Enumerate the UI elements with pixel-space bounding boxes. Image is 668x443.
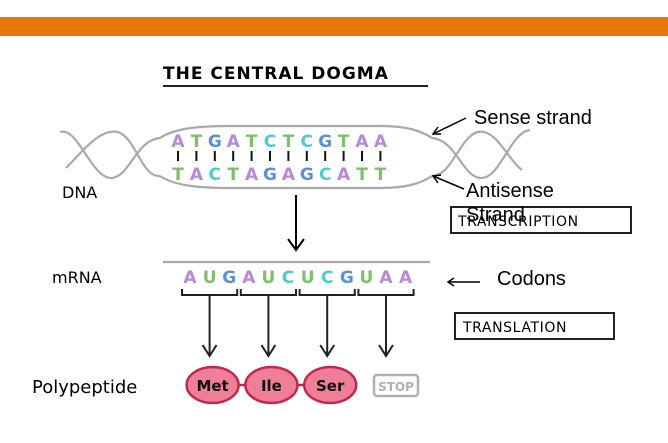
polypeptide-label: Polypeptide [32,377,137,398]
header-accent-bar [0,17,668,36]
sense-base: A [171,132,185,152]
antisense-base: T [172,165,184,185]
sense-base: T [191,132,203,152]
translation-arrow [260,296,277,358]
translation-box [454,312,615,340]
sense-base: T [338,132,350,152]
antisense-base: A [282,165,296,185]
antisense-base: A [190,165,204,185]
codon-bracket [239,289,297,296]
mrna-base: A [379,268,393,288]
codon-brackets [181,289,415,296]
antisense-base: T [227,165,239,185]
sense-strand-label: Sense strand [474,107,592,129]
label-pointers [431,117,480,287]
mrna-label: mRNA [52,268,102,287]
transcription-arrow [287,195,305,252]
mrna-base: U [301,268,315,288]
amino-acid-chain: Met Ile Ser [185,365,358,405]
sense-base: A [227,132,241,152]
amino-acid-bead [302,365,358,405]
sense-base: G [318,132,332,152]
dna-label: DNA [62,183,97,202]
antisense-base: G [263,165,277,185]
antisense-base: A [245,165,259,185]
codon-bracket [298,289,356,296]
translation-arrows [201,296,394,358]
translation-arrow [378,296,394,358]
translation-label: TRANSLATION [462,320,567,336]
sense-base: T [283,132,295,152]
antisense-label-line1: Antisense [466,180,554,202]
base-pair-bonds [177,151,382,161]
amino-acid-bead [185,365,240,405]
mrna-base: U [203,268,217,288]
antisense-base: T [356,165,368,185]
sense-base: C [301,132,313,152]
sense-base: T [246,132,258,152]
mrna-base: C [321,268,333,288]
mrna-base: U [261,268,275,288]
dna-bubble-outline [159,124,433,190]
mrna-base: U [359,268,373,288]
sense-base: A [374,132,388,152]
antisense-base: C [319,165,331,185]
antisense-base: A [337,165,351,185]
antisense-label-line2: Strand [466,204,525,226]
mrna-base: G [222,268,236,288]
amino-acid-label: Ser [316,377,345,395]
translation-arrow [319,296,336,358]
amino-acid-bead [244,365,299,405]
antisense-base: C [209,165,221,185]
dna-helix-right [431,128,531,180]
antisense-base: T [375,165,387,185]
transcription-label: TRANSCRIPTION [457,214,579,230]
codon-bracket [357,289,415,296]
codons-label: Codons [497,268,566,290]
translation-arrow [201,296,218,358]
mrna-base: A [242,268,256,288]
mrna-base: G [340,268,354,288]
mrna-base: A [183,268,197,288]
dna-helix-left [59,130,161,180]
sense-base: C [264,132,276,152]
transcription-box [450,206,632,234]
amino-acid-label: Ile [261,377,282,395]
stop-label: STOP [378,380,414,394]
sense-base: G [208,132,222,152]
sense-base: A [355,132,369,152]
codon-bracket [181,289,239,296]
diagram-title: THE CENTRAL DOGMA [163,64,389,84]
antisense-base: G [300,165,314,185]
mrna-base: C [282,268,294,288]
mrna-base: A [399,268,413,288]
amino-acid-label: Met [196,377,228,395]
stop-box [372,373,420,398]
